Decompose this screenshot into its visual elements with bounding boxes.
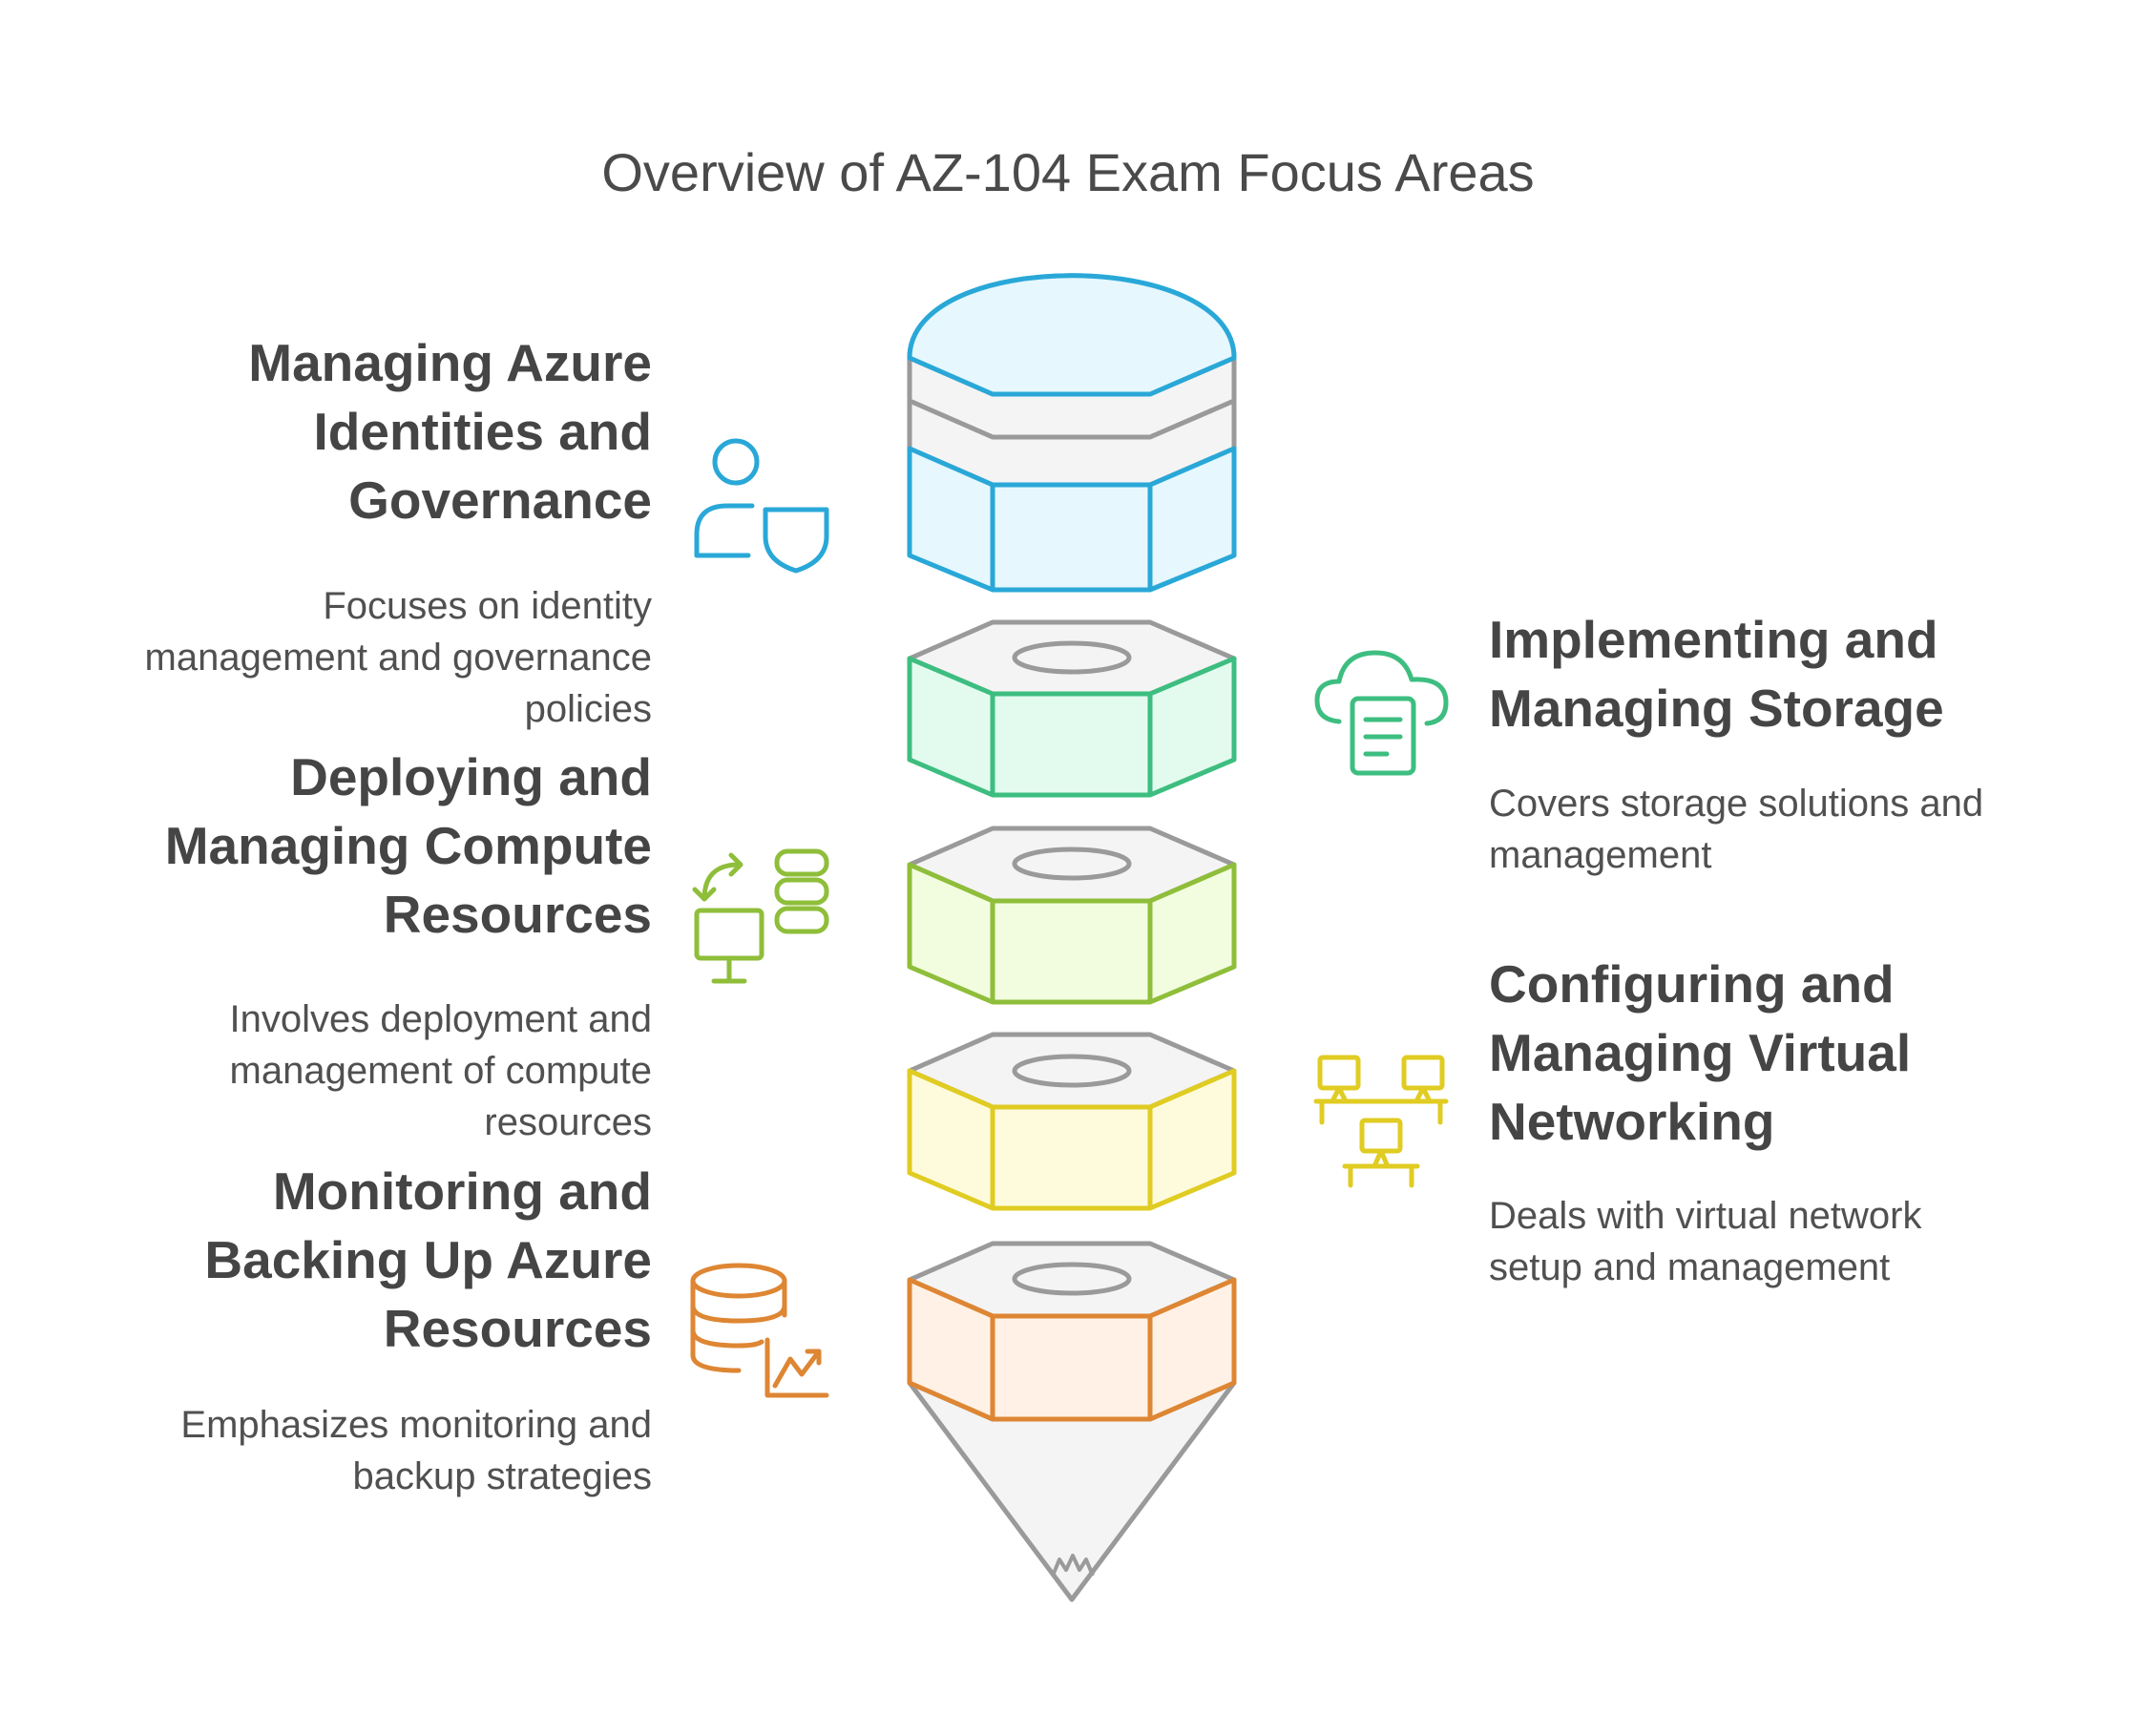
heading-compute: Deploying and Managing Compute Resources [165,743,652,949]
heading-line: Configuring and [1489,954,1895,1014]
layer-identities [907,273,1237,593]
heading-line: Managing Virtual [1489,1023,1912,1082]
layer-compute [907,826,1237,1005]
database-chart-icon [690,1263,829,1398]
diagram-title: Overview of AZ-104 Exam Focus Areas [601,142,1535,202]
description-line: resources [484,1101,652,1143]
network-computers-icon [1313,1055,1449,1188]
description-line: Focuses on identity [323,585,652,627]
description-line: Deals with virtual network [1489,1195,1922,1237]
description-line: management and governance [144,637,652,679]
heading-line: Resources [383,885,652,944]
description-identities: Focuses on identity management and gover… [145,580,652,735]
heading-line: Managing Azure [248,333,652,392]
description-compute: Involves deployment and management of co… [230,993,653,1148]
description-line: management [1489,834,1712,876]
description-networking: Deals with virtual network setup and man… [1489,1190,1922,1293]
heading-storage: Implementing and Managing Storage [1489,605,1944,743]
description-line: backup strategies [352,1455,652,1497]
heading-networking: Configuring and Managing Virtual Network… [1489,950,1911,1156]
heading-line: Networking [1489,1092,1775,1151]
heading-line: Backing Up Azure [204,1230,652,1289]
heading-line: Identities and [313,402,653,461]
description-line: setup and management [1489,1246,1891,1288]
user-shield-icon [694,438,829,574]
description-line: Emphasizes monitoring and [180,1404,652,1446]
layer-networking [907,1032,1237,1211]
cloud-document-icon [1314,650,1449,776]
heading-identities: Managing Azure Identities and Governance [248,328,652,534]
heading-line: Managing Storage [1489,679,1944,738]
description-line: Involves deployment and [229,998,653,1040]
heading-line: Resources [383,1299,652,1358]
layer-storage [907,619,1237,798]
heading-line: Deploying and [290,747,652,806]
description-monitoring: Emphasizes monitoring and backup strateg… [180,1399,652,1502]
description-line: management of compute [229,1050,652,1092]
heading-line: Managing Compute [164,816,652,875]
description-line: Covers storage solutions and [1489,783,1984,825]
monitor-server-icon [692,848,829,984]
heading-monitoring: Monitoring and Backing Up Azure Resource… [204,1157,652,1363]
layer-monitoring [907,1241,1237,1602]
heading-line: Monitoring and [272,1161,652,1221]
heading-line: Governance [348,471,652,530]
description-line: policies [524,688,652,730]
heading-line: Implementing and [1489,610,1938,669]
description-storage: Covers storage solutions and management [1489,778,1983,881]
